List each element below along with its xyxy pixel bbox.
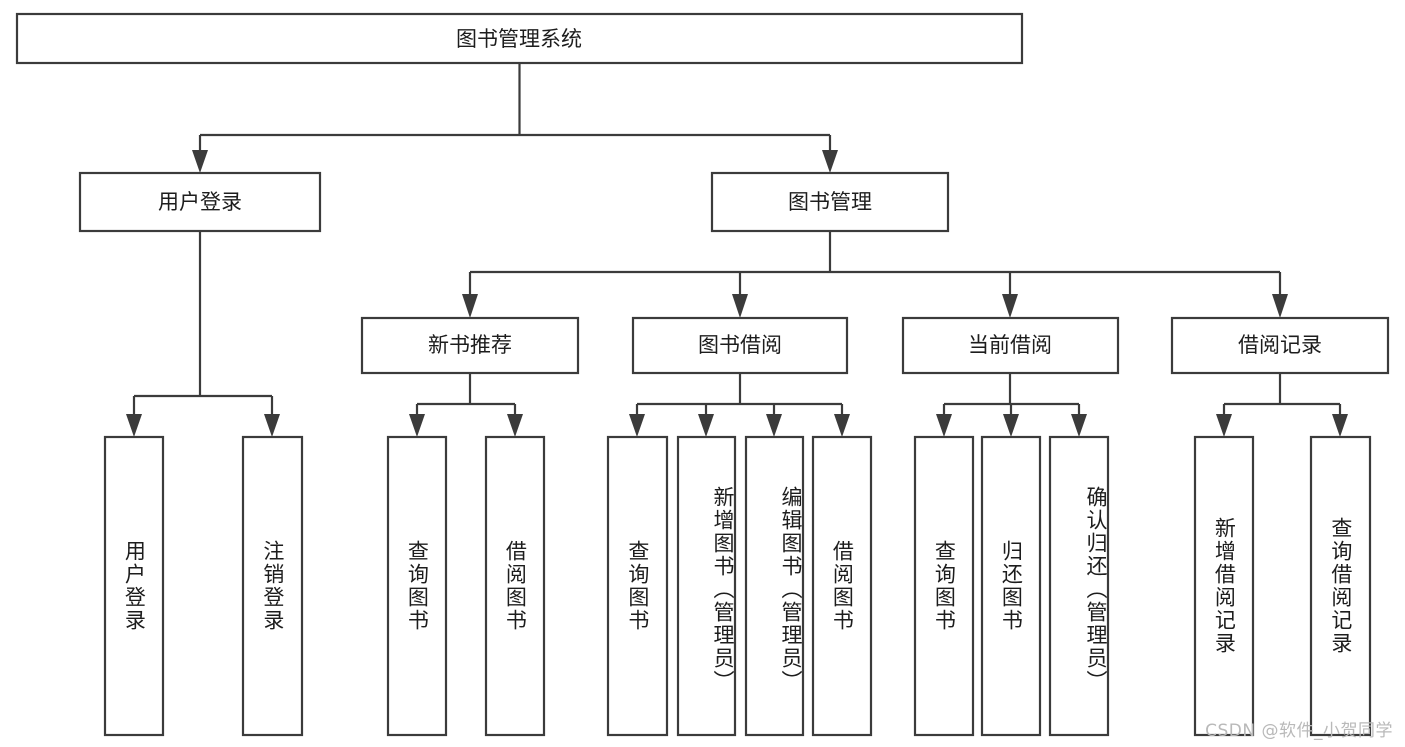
edge-borrow-record-trunk bbox=[1222, 373, 1342, 424]
arrow-user-login-to-leaf-user-login bbox=[126, 414, 142, 437]
arrow-root-to-user-login bbox=[192, 150, 208, 173]
arrow-book-manage-to-new-book-rec bbox=[462, 294, 478, 318]
node-book-manage-box[interactable] bbox=[710, 171, 950, 233]
node-user-login-box[interactable] bbox=[78, 171, 322, 233]
node-book-borrow-label: 图书借阅 bbox=[698, 333, 782, 357]
node-leaf-user-login-box[interactable] bbox=[103, 435, 165, 737]
node-user-login[interactable]: 用户登录 bbox=[78, 171, 322, 233]
node-leaf-add-record-box[interactable] bbox=[1193, 435, 1255, 737]
node-borrow-record-label: 借阅记录 bbox=[1238, 333, 1322, 357]
node-leaf-query-book-1-box[interactable] bbox=[386, 435, 448, 737]
arrow-book-manage-to-borrow-record bbox=[1272, 294, 1288, 318]
node-book-manage-label: 图书管理 bbox=[788, 190, 872, 214]
arrow-user-login-to-leaf-logout bbox=[264, 414, 280, 437]
arrow-new-book-rec-to-leaf-query-book-1 bbox=[409, 414, 425, 437]
node-leaf-confirm-return-box[interactable] bbox=[1048, 435, 1110, 737]
node-root[interactable]: 图书管理系统 bbox=[15, 12, 1024, 65]
arrow-book-borrow-to-leaf-borrow-book-2 bbox=[834, 414, 850, 437]
arrow-current-borrow-to-leaf-return-book bbox=[1003, 414, 1019, 437]
node-root-box[interactable] bbox=[15, 12, 1024, 65]
node-current-borrow-label: 当前借阅 bbox=[968, 333, 1052, 357]
node-new-book-rec-label: 新书推荐 bbox=[428, 333, 512, 357]
node-leaf-query-record-box[interactable] bbox=[1309, 435, 1372, 737]
arrow-book-borrow-to-leaf-add-book bbox=[698, 414, 714, 437]
node-leaf-return-book-box[interactable] bbox=[980, 435, 1042, 737]
edge-book-manage-trunk bbox=[468, 231, 1282, 296]
node-root-label: 图书管理系统 bbox=[456, 27, 582, 51]
arrow-current-borrow-to-leaf-confirm-return bbox=[1071, 414, 1087, 437]
arrow-book-manage-to-book-borrow bbox=[732, 294, 748, 318]
arrow-borrow-record-to-leaf-query-record bbox=[1332, 414, 1348, 437]
arrow-book-borrow-to-leaf-edit-book bbox=[766, 414, 782, 437]
node-borrow-record-box[interactable] bbox=[1170, 316, 1390, 375]
csdn-watermark: CSDN @软件_小贺同学 bbox=[1205, 721, 1393, 741]
node-current-borrow[interactable]: 当前借阅 bbox=[901, 316, 1120, 375]
edge-book-borrow-trunk bbox=[635, 373, 844, 424]
node-book-manage[interactable]: 图书管理 bbox=[710, 171, 950, 233]
arrow-book-borrow-to-leaf-query-book-2 bbox=[629, 414, 645, 437]
arrow-root-to-book-manage bbox=[822, 150, 838, 173]
node-leaf-logout-box[interactable] bbox=[241, 435, 304, 737]
node-new-book-rec[interactable]: 新书推荐 bbox=[360, 316, 580, 375]
node-leaf-borrow-book-1-box[interactable] bbox=[484, 435, 546, 737]
node-book-borrow[interactable]: 图书借阅 bbox=[631, 316, 849, 375]
node-leaf-edit-book-box[interactable] bbox=[744, 435, 805, 737]
node-new-book-rec-box[interactable] bbox=[360, 316, 580, 375]
node-borrow-record[interactable]: 借阅记录 bbox=[1170, 316, 1390, 375]
arrow-current-borrow-to-leaf-query-book-3 bbox=[936, 414, 952, 437]
edge-new-book-rec-trunk bbox=[415, 373, 517, 424]
node-book-borrow-box[interactable] bbox=[631, 316, 849, 375]
leaf-layer bbox=[103, 435, 1372, 737]
node-leaf-borrow-book-2-box[interactable] bbox=[811, 435, 873, 737]
edge-root-trunk bbox=[198, 63, 832, 160]
connector-layer bbox=[126, 63, 1348, 437]
arrow-book-manage-to-current-borrow bbox=[1002, 294, 1018, 318]
node-current-borrow-box[interactable] bbox=[901, 316, 1120, 375]
arrow-borrow-record-to-leaf-add-record bbox=[1216, 414, 1232, 437]
node-leaf-query-book-3-box[interactable] bbox=[913, 435, 975, 737]
node-leaf-add-book-box[interactable] bbox=[676, 435, 737, 737]
edge-user-login-trunk bbox=[132, 231, 274, 424]
node-leaf-query-book-2-box[interactable] bbox=[606, 435, 669, 737]
node-user-login-label: 用户登录 bbox=[158, 190, 242, 214]
arrow-new-book-rec-to-leaf-borrow-book-1 bbox=[507, 414, 523, 437]
